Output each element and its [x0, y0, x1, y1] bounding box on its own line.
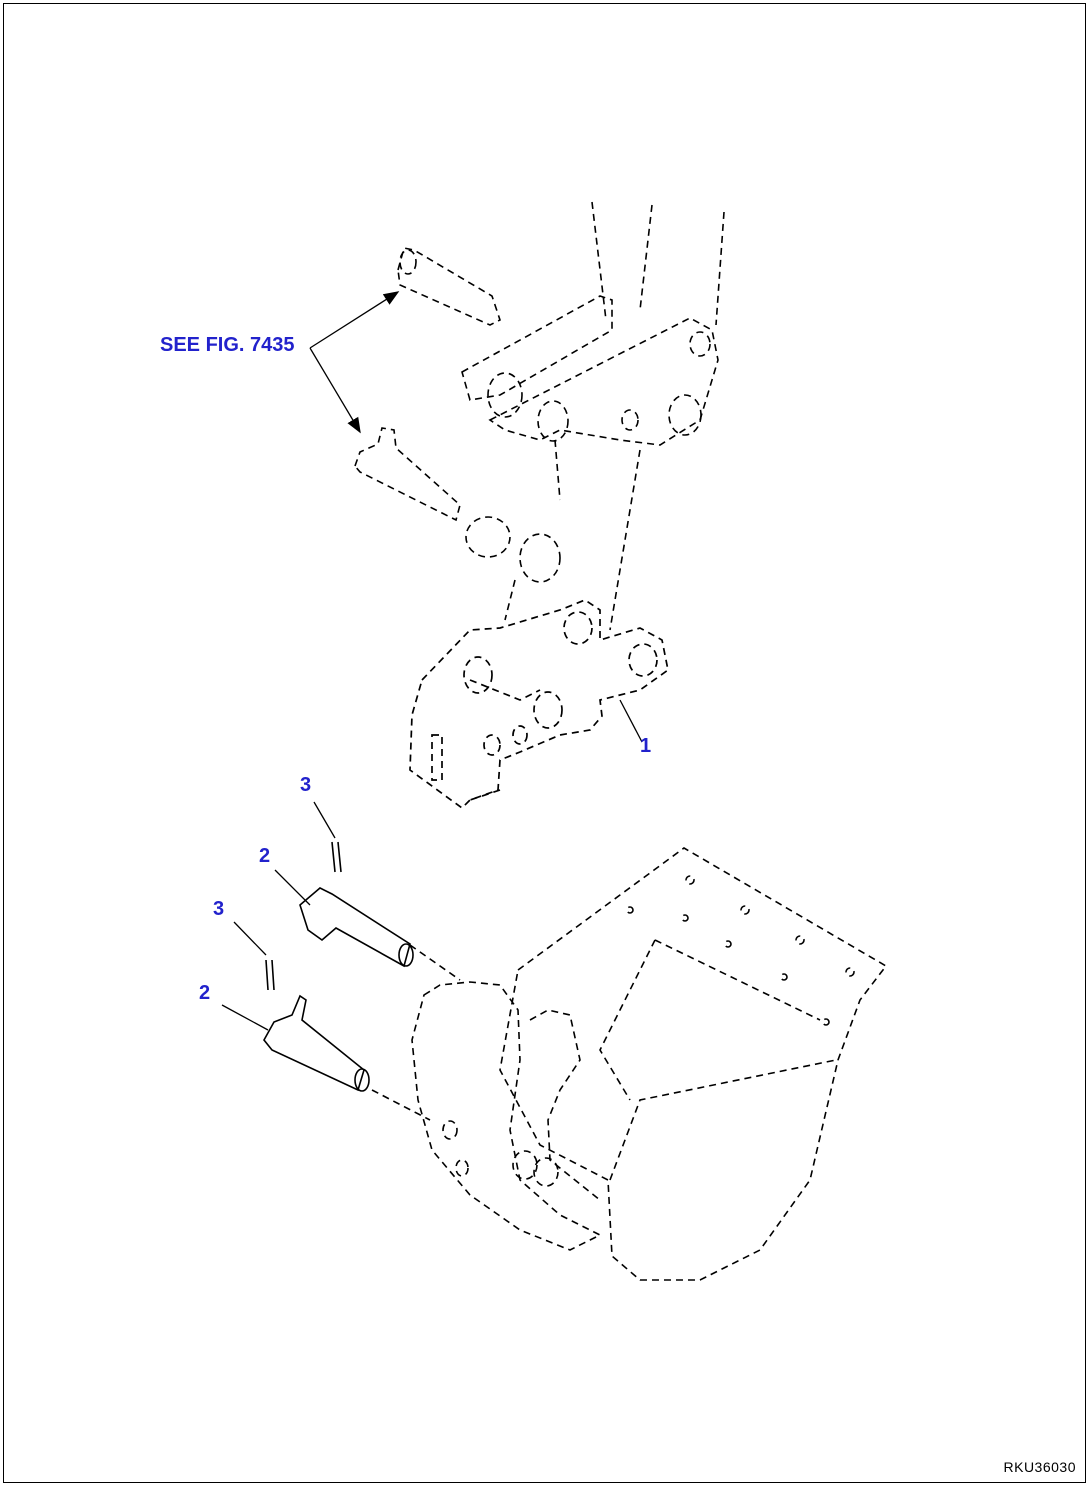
see-fig-arrow-lower [309, 347, 361, 434]
item-3-lower-label: 3 [213, 898, 225, 920]
pin-lower [263, 994, 370, 1092]
see-fig-arrow-upper [309, 291, 400, 349]
arm-guide-line-1 [591, 201, 607, 321]
split-pin-lower [265, 959, 275, 991]
quick-coupler [409, 599, 669, 810]
pin-upper [299, 887, 414, 968]
lower-pin-ref [354, 427, 561, 583]
upper-pin-ref [397, 247, 501, 326]
bucket [411, 847, 888, 1281]
leader-item-1 [619, 699, 643, 743]
item-2-lower-label: 2 [199, 982, 211, 1004]
figure-reference-code: RKU36030 [1003, 1459, 1076, 1475]
leader-item-2-upper [274, 869, 311, 906]
leader-item-3-lower [233, 921, 267, 956]
see-fig-label: SEE FIG. 7435 [160, 334, 295, 356]
link-assembly [461, 295, 719, 446]
item-1-label: 1 [640, 735, 652, 757]
leader-item-3-upper [313, 801, 336, 839]
drawing-border [3, 3, 1086, 1483]
item-3-upper-label: 3 [300, 774, 312, 796]
item-2-upper-label: 2 [259, 845, 271, 867]
split-pin-upper [331, 841, 342, 873]
arm-guide-line-2 [639, 204, 653, 311]
leader-lines [221, 291, 643, 1031]
arm-guide-line-3 [715, 211, 725, 326]
leader-item-2-lower [221, 1004, 269, 1031]
